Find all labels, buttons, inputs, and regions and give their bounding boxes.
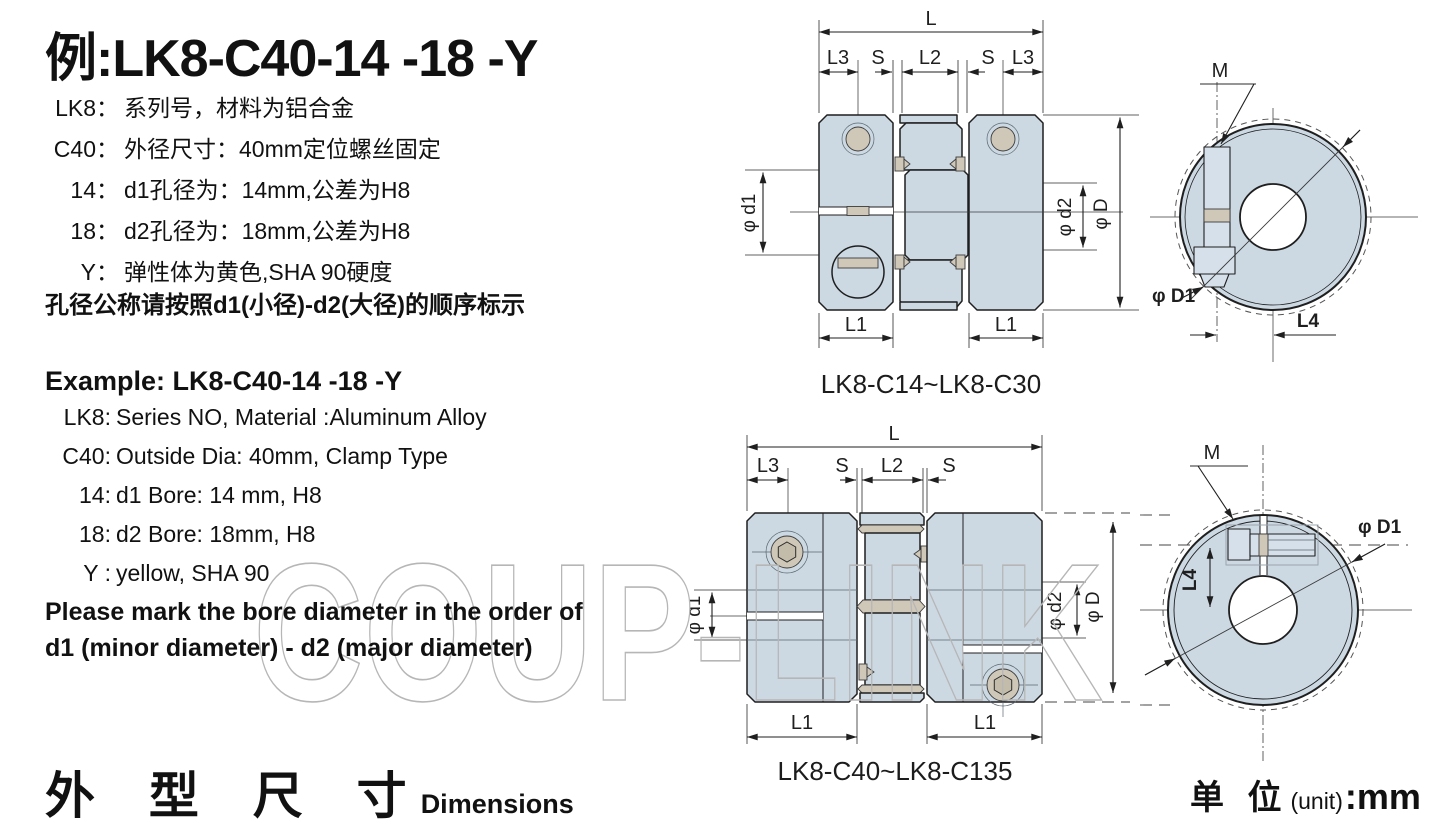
list-item: Y :yellow, SHA 90	[45, 554, 487, 593]
right-hub	[968, 114, 1044, 311]
elastomer-band	[857, 684, 925, 694]
item-key: C40:	[62, 443, 111, 469]
item-text: d2孔径为：18mm,公差为H8	[124, 218, 411, 244]
clamp-screw-bore	[831, 245, 885, 299]
item-text: 系列号，材料为铝合金	[124, 95, 354, 121]
dim-label-L2: L2	[881, 455, 903, 477]
item-key: 18：	[70, 218, 119, 244]
dim-label-L1: L1	[791, 712, 813, 734]
dim-label-L1: L1	[995, 314, 1017, 336]
dim-label-L1: L1	[974, 712, 996, 734]
item-text: d1 Bore: 14 mm, H8	[116, 482, 322, 508]
dim-label-S: S	[981, 47, 994, 69]
dim-label-L3: L3	[1012, 47, 1034, 69]
front-view-large-drawing: M φ D1 L4	[1140, 442, 1412, 762]
dim-label-L: L	[888, 423, 899, 445]
section-heading-en: Dimensions	[420, 789, 574, 819]
example-en-title: Example: LK8-C40-14 -18 -Y	[45, 366, 403, 396]
clamp-screw	[1227, 528, 1251, 561]
screw-hole	[990, 126, 1016, 152]
section-heading: 外 型 尺 寸 Dimensions	[45, 756, 574, 828]
elastomer-band	[857, 524, 925, 534]
clamp-screw	[1203, 146, 1231, 248]
list-item: 14：d1孔径为：14mm,公差为H8	[45, 170, 441, 211]
en-bore-order-note: Please mark the bore diameter in the ord…	[45, 594, 583, 666]
side-view-small-drawing: L L3 S L2 S L3 φ d1 φ d2 φ D L1 L1 LK8-C…	[739, 8, 1139, 399]
item-key: Y :	[83, 560, 111, 586]
dim-label-S: S	[942, 455, 955, 477]
front-view-small-drawing: M φ D1 L4	[1150, 60, 1418, 362]
screw-hole	[845, 126, 871, 152]
dim-label-L: L	[925, 8, 936, 30]
right-hub	[926, 512, 1043, 703]
list-item: LK8:Series NO, Material :Aluminum Alloy	[45, 398, 487, 437]
elastomer-band	[856, 599, 926, 614]
dim-label-S: S	[835, 455, 848, 477]
center-disc	[904, 169, 969, 261]
unit-paren: (unit)	[1290, 788, 1343, 814]
item-key: 14:	[79, 482, 111, 508]
item-key: C40：	[53, 136, 119, 162]
dim-label-S: S	[871, 47, 884, 69]
dim-label-d2: φ d2	[1055, 198, 1076, 237]
list-item: 14:d1 Bore: 14 mm, H8	[45, 476, 487, 515]
list-item: 18：d2孔径为：18mm,公差为H8	[45, 211, 441, 252]
example-en-list: LK8:Series NO, Material :Aluminum Alloy …	[45, 398, 487, 593]
item-key: 14：	[70, 177, 119, 203]
section-heading-cn: 外 型 尺 寸	[45, 768, 427, 824]
dim-label-D1: φ D1	[1358, 517, 1402, 538]
drawing-caption-large: LK8-C40~LK8-C135	[778, 756, 1013, 786]
dim-label-d1: φ d1	[739, 194, 760, 233]
list-item: Y：弹性体为黄色,SHA 90硬度	[45, 252, 441, 293]
title-code: LK8-C40-14 -18 -Y	[112, 30, 538, 88]
item-text: yellow, SHA 90	[116, 560, 270, 586]
page-title: 例:LK8-C40-14 -18 -Y	[45, 16, 538, 91]
note-line-1: Please mark the bore diameter in the ord…	[45, 598, 583, 626]
dim-label-M: M	[1212, 60, 1229, 82]
dim-label-L4: L4	[1180, 568, 1201, 591]
title-prefix: 例:	[45, 30, 113, 88]
item-key: LK8：	[55, 95, 119, 121]
left-hub	[746, 512, 858, 703]
cn-bore-order-note: 孔径公称请按照d1(小径)-d2(大径)的顺序标示	[45, 292, 525, 319]
item-key: LK8:	[63, 404, 111, 430]
dim-label-L4: L4	[1297, 311, 1320, 332]
list-item: C40:Outside Dia: 40mm, Clamp Type	[45, 437, 487, 476]
item-text: Series NO, Material :Aluminum Alloy	[116, 404, 487, 430]
list-item: C40：外径尺寸：40mm定位螺丝固定	[45, 129, 441, 170]
dim-label-D1: φ D1	[1152, 286, 1196, 307]
dim-label-d1: φ d1	[690, 596, 705, 635]
bore-hole	[1228, 575, 1298, 645]
note-line-2: d1 (minor diameter) - d2 (major diameter…	[45, 634, 533, 662]
item-text: Outside Dia: 40mm, Clamp Type	[116, 443, 448, 469]
list-item: 18:d2 Bore: 18mm, H8	[45, 515, 487, 554]
dim-label-d2: φ d2	[1045, 592, 1066, 631]
dim-label-L3: L3	[827, 47, 849, 69]
unit-cn: 单 位	[1190, 779, 1289, 817]
dim-label-D: φ D	[1083, 591, 1104, 622]
example-cn-list: LK8：系列号，材料为铝合金 C40：外径尺寸：40mm定位螺丝固定 14：d1…	[45, 88, 441, 293]
unit-value: :mm	[1344, 776, 1421, 817]
dim-label-L1: L1	[845, 314, 867, 336]
dim-label-D: φ D	[1091, 198, 1112, 229]
item-text: 外径尺寸：40mm定位螺丝固定	[124, 136, 441, 162]
dim-label-L2: L2	[919, 47, 941, 69]
item-text: d2 Bore: 18mm, H8	[116, 521, 316, 547]
item-text: d1孔径为：14mm,公差为H8	[124, 177, 411, 203]
list-item: LK8：系列号，材料为铝合金	[45, 88, 441, 129]
dim-label-L3: L3	[757, 455, 779, 477]
drawing-caption-small: LK8-C14~LK8-C30	[821, 369, 1041, 399]
item-key: 18:	[79, 521, 111, 547]
item-key: Y：	[80, 259, 119, 285]
bottom-jaw	[899, 259, 963, 309]
side-view-large-drawing: L L3 S L2 S φ d1 φ d2 φ D L1 L1 LK8-C40~…	[690, 423, 1130, 786]
item-text: 弹性体为黄色,SHA 90硬度	[124, 259, 393, 285]
dim-label-M: M	[1204, 442, 1221, 464]
unit-note: 单 位 (unit) :mm	[1190, 770, 1421, 819]
set-screw-side	[846, 206, 870, 216]
